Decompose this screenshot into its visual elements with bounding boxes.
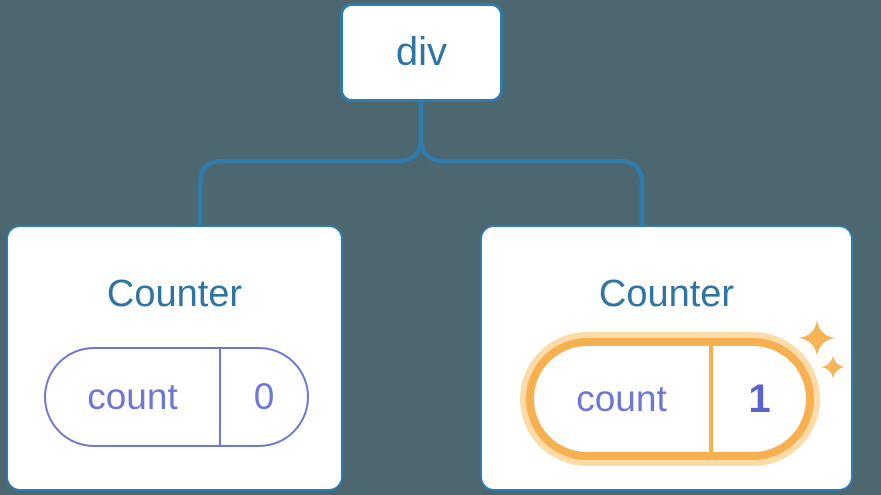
state-pill-left: count 0 — [44, 347, 309, 447]
state-pill-right-highlighted: count 1 — [526, 338, 814, 460]
root-node-label: div — [395, 30, 448, 74]
state-key-right: count — [534, 346, 713, 452]
state-value-right: 1 — [748, 376, 771, 421]
counter-card-right: Counter count 1 — [480, 225, 853, 491]
state-key-left: count — [46, 349, 221, 445]
sparkles-icon — [799, 320, 845, 379]
counter-left-title: Counter — [106, 273, 243, 315]
counter-right-title: Counter — [598, 273, 735, 315]
connector-right-branch — [418, 102, 645, 225]
root-node-div: div — [340, 3, 503, 102]
connector-left-branch — [197, 102, 424, 225]
state-value-left: 0 — [253, 376, 275, 417]
counter-card-left: Counter count 0 — [6, 225, 343, 491]
